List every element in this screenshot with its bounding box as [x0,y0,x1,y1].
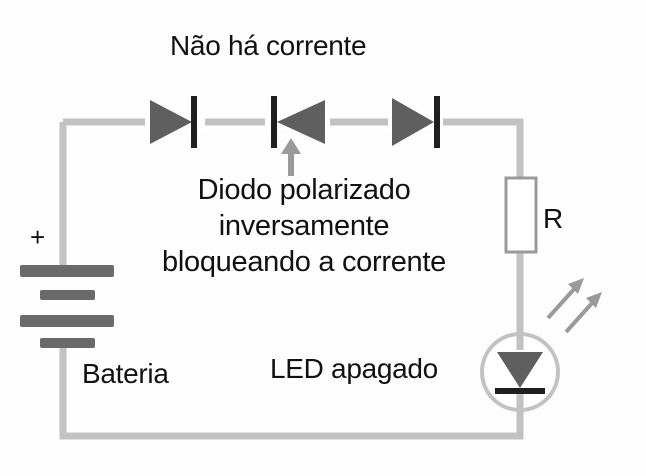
circuit-title: Não há corrente [170,30,367,61]
left-wire-lower [59,348,524,440]
diode-forward-2 [388,96,443,148]
diode-forward-1 [145,96,205,148]
battery-plus-sign: + [30,222,45,252]
light-arrows [546,278,602,334]
top-wire [63,118,524,178]
resistor-label: R [543,203,563,234]
led-label: LED apagado [270,353,438,384]
caption-line-1: Diodo polarizado [197,174,411,206]
caption-line-2: inversamente [218,210,390,242]
led-symbol [480,332,560,412]
battery-symbol [20,265,114,348]
resistor [504,176,538,254]
battery-label: Bateria [82,358,169,389]
pointer-arrow [281,138,301,176]
diode-reverse [265,96,330,148]
reverse-diode-caption: Diodo polarizado inversamente bloqueando… [128,172,480,280]
caption-line-3: bloqueando a corrente [162,246,446,278]
wires [59,118,524,440]
